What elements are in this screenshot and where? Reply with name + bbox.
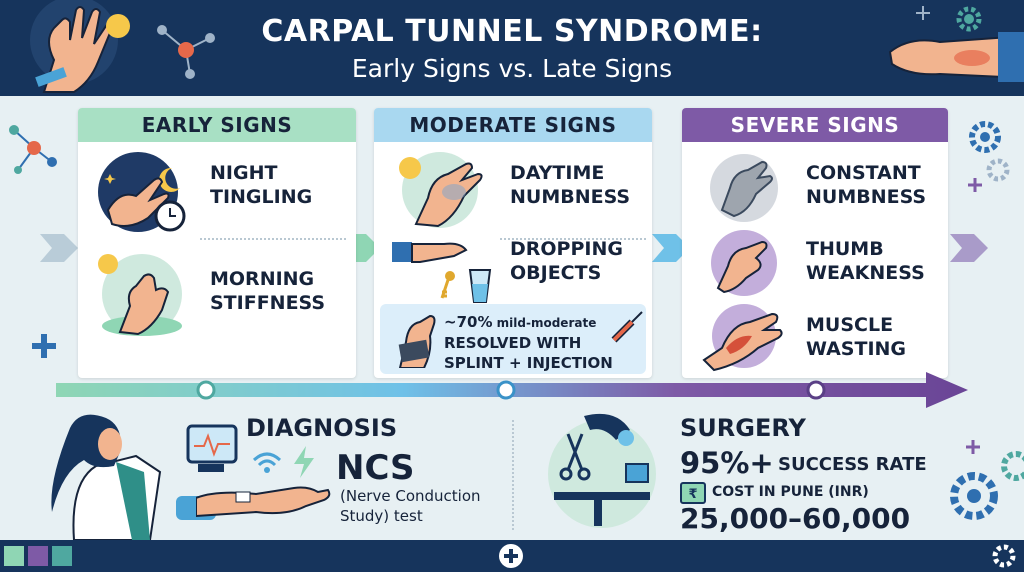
- diagnosis-test-full: (Nerve Conduction Study) test: [340, 487, 481, 525]
- molecule-icon: [157, 25, 215, 79]
- plus-icon: [32, 334, 56, 358]
- note-percent: ~70%: [444, 313, 493, 331]
- surgery-room-icon: [548, 413, 656, 528]
- plus-icon: [966, 440, 980, 454]
- surgery-title: SURGERY: [680, 414, 806, 442]
- gear-icon: [969, 121, 1001, 153]
- early-signs-panel: EARLY SIGNS: [78, 108, 356, 378]
- stiff-hand-icon: [98, 254, 182, 336]
- night-hand-icon: [98, 152, 186, 232]
- numb-hand-icon: [399, 152, 483, 228]
- progression-arrow: [56, 372, 968, 408]
- wifi-signal-icon: [252, 452, 282, 473]
- treatment-note: ~70% mild-moderate RESOLVED WITH SPLINT …: [444, 312, 654, 373]
- constant-numb-hand-icon: [710, 154, 778, 222]
- pattern-tiles-icon: [4, 546, 72, 566]
- divider: [512, 420, 514, 530]
- surgery-cost-label: COST IN PUNE (INR): [712, 484, 869, 500]
- sign-constant-numbness: CONSTANT NUMBNESS: [806, 162, 927, 208]
- severe-signs-heading: SEVERE SIGNS: [682, 108, 948, 142]
- sign-dropping-objects: DROPPING OBJECTS: [510, 238, 623, 284]
- thumb-weakness-icon: [711, 230, 777, 296]
- sign-morning-stiffness: MORNING STIFFNESS: [210, 268, 326, 314]
- scissors-icon: [566, 433, 584, 471]
- wrist-hand-icon: [888, 32, 1024, 82]
- splint-icon: [398, 314, 436, 368]
- surgery-success-label: SUCCESS RATE: [778, 454, 927, 475]
- note-rest: RESOLVED WITH SPLINT + INJECTION: [444, 334, 613, 372]
- sun-icon: [106, 14, 130, 38]
- early-signs-heading: EARLY SIGNS: [78, 108, 356, 142]
- gear-icon: [956, 6, 982, 32]
- main-title: CARPAL TUNNEL SYNDROME:: [261, 14, 763, 49]
- gear-icon: [992, 544, 1016, 568]
- key-icon: [445, 271, 455, 281]
- plus-icon: [499, 544, 523, 568]
- chevron-right-icon: [40, 234, 78, 262]
- patient-arm-icon: [196, 486, 331, 518]
- molecule-icon: [9, 125, 57, 174]
- sign-thumb-weakness: THUMB WEAKNESS: [806, 238, 925, 284]
- divider: [200, 238, 346, 240]
- waving-hand-icon: [30, 0, 118, 93]
- monitor-icon: [186, 424, 238, 472]
- muscle-wasting-icon: [702, 304, 783, 372]
- plus-icon: [968, 178, 982, 192]
- divider: [500, 238, 646, 240]
- syringe-icon: [611, 311, 643, 343]
- surgery-success-value: 95%+: [680, 446, 774, 480]
- diagnosis-title: DIAGNOSIS: [246, 414, 398, 442]
- diagnosis-test: NCS: [336, 448, 415, 488]
- surgery-cost-value: 25,000–60,000: [680, 502, 911, 535]
- sign-daytime-numbness: DAYTIME NUMBNESS: [510, 162, 631, 208]
- lightning-icon: [294, 446, 314, 478]
- gear-icon: [950, 472, 998, 520]
- chevron-right-icon: [950, 234, 988, 262]
- rupee-note-icon: ₹: [680, 482, 706, 504]
- chevron-right-icon: [652, 234, 690, 262]
- moderate-signs-heading: MODERATE SIGNS: [374, 108, 652, 142]
- svg-text:₹: ₹: [688, 487, 697, 502]
- sign-muscle-wasting: MUSCLE WASTING: [806, 314, 907, 360]
- sign-night-tingling: NIGHT TINGLING: [210, 162, 313, 208]
- header-banner: [0, 0, 1024, 96]
- note-qualifier: mild-moderate: [492, 316, 597, 330]
- subtitle: Early Signs vs. Late Signs: [351, 54, 673, 83]
- gear-icon: [1001, 451, 1024, 481]
- gear-icon: [986, 158, 1010, 182]
- surgical-lamp-icon: [584, 413, 630, 440]
- dropping-objects-icon: [392, 242, 492, 303]
- plus-icon: [916, 6, 930, 20]
